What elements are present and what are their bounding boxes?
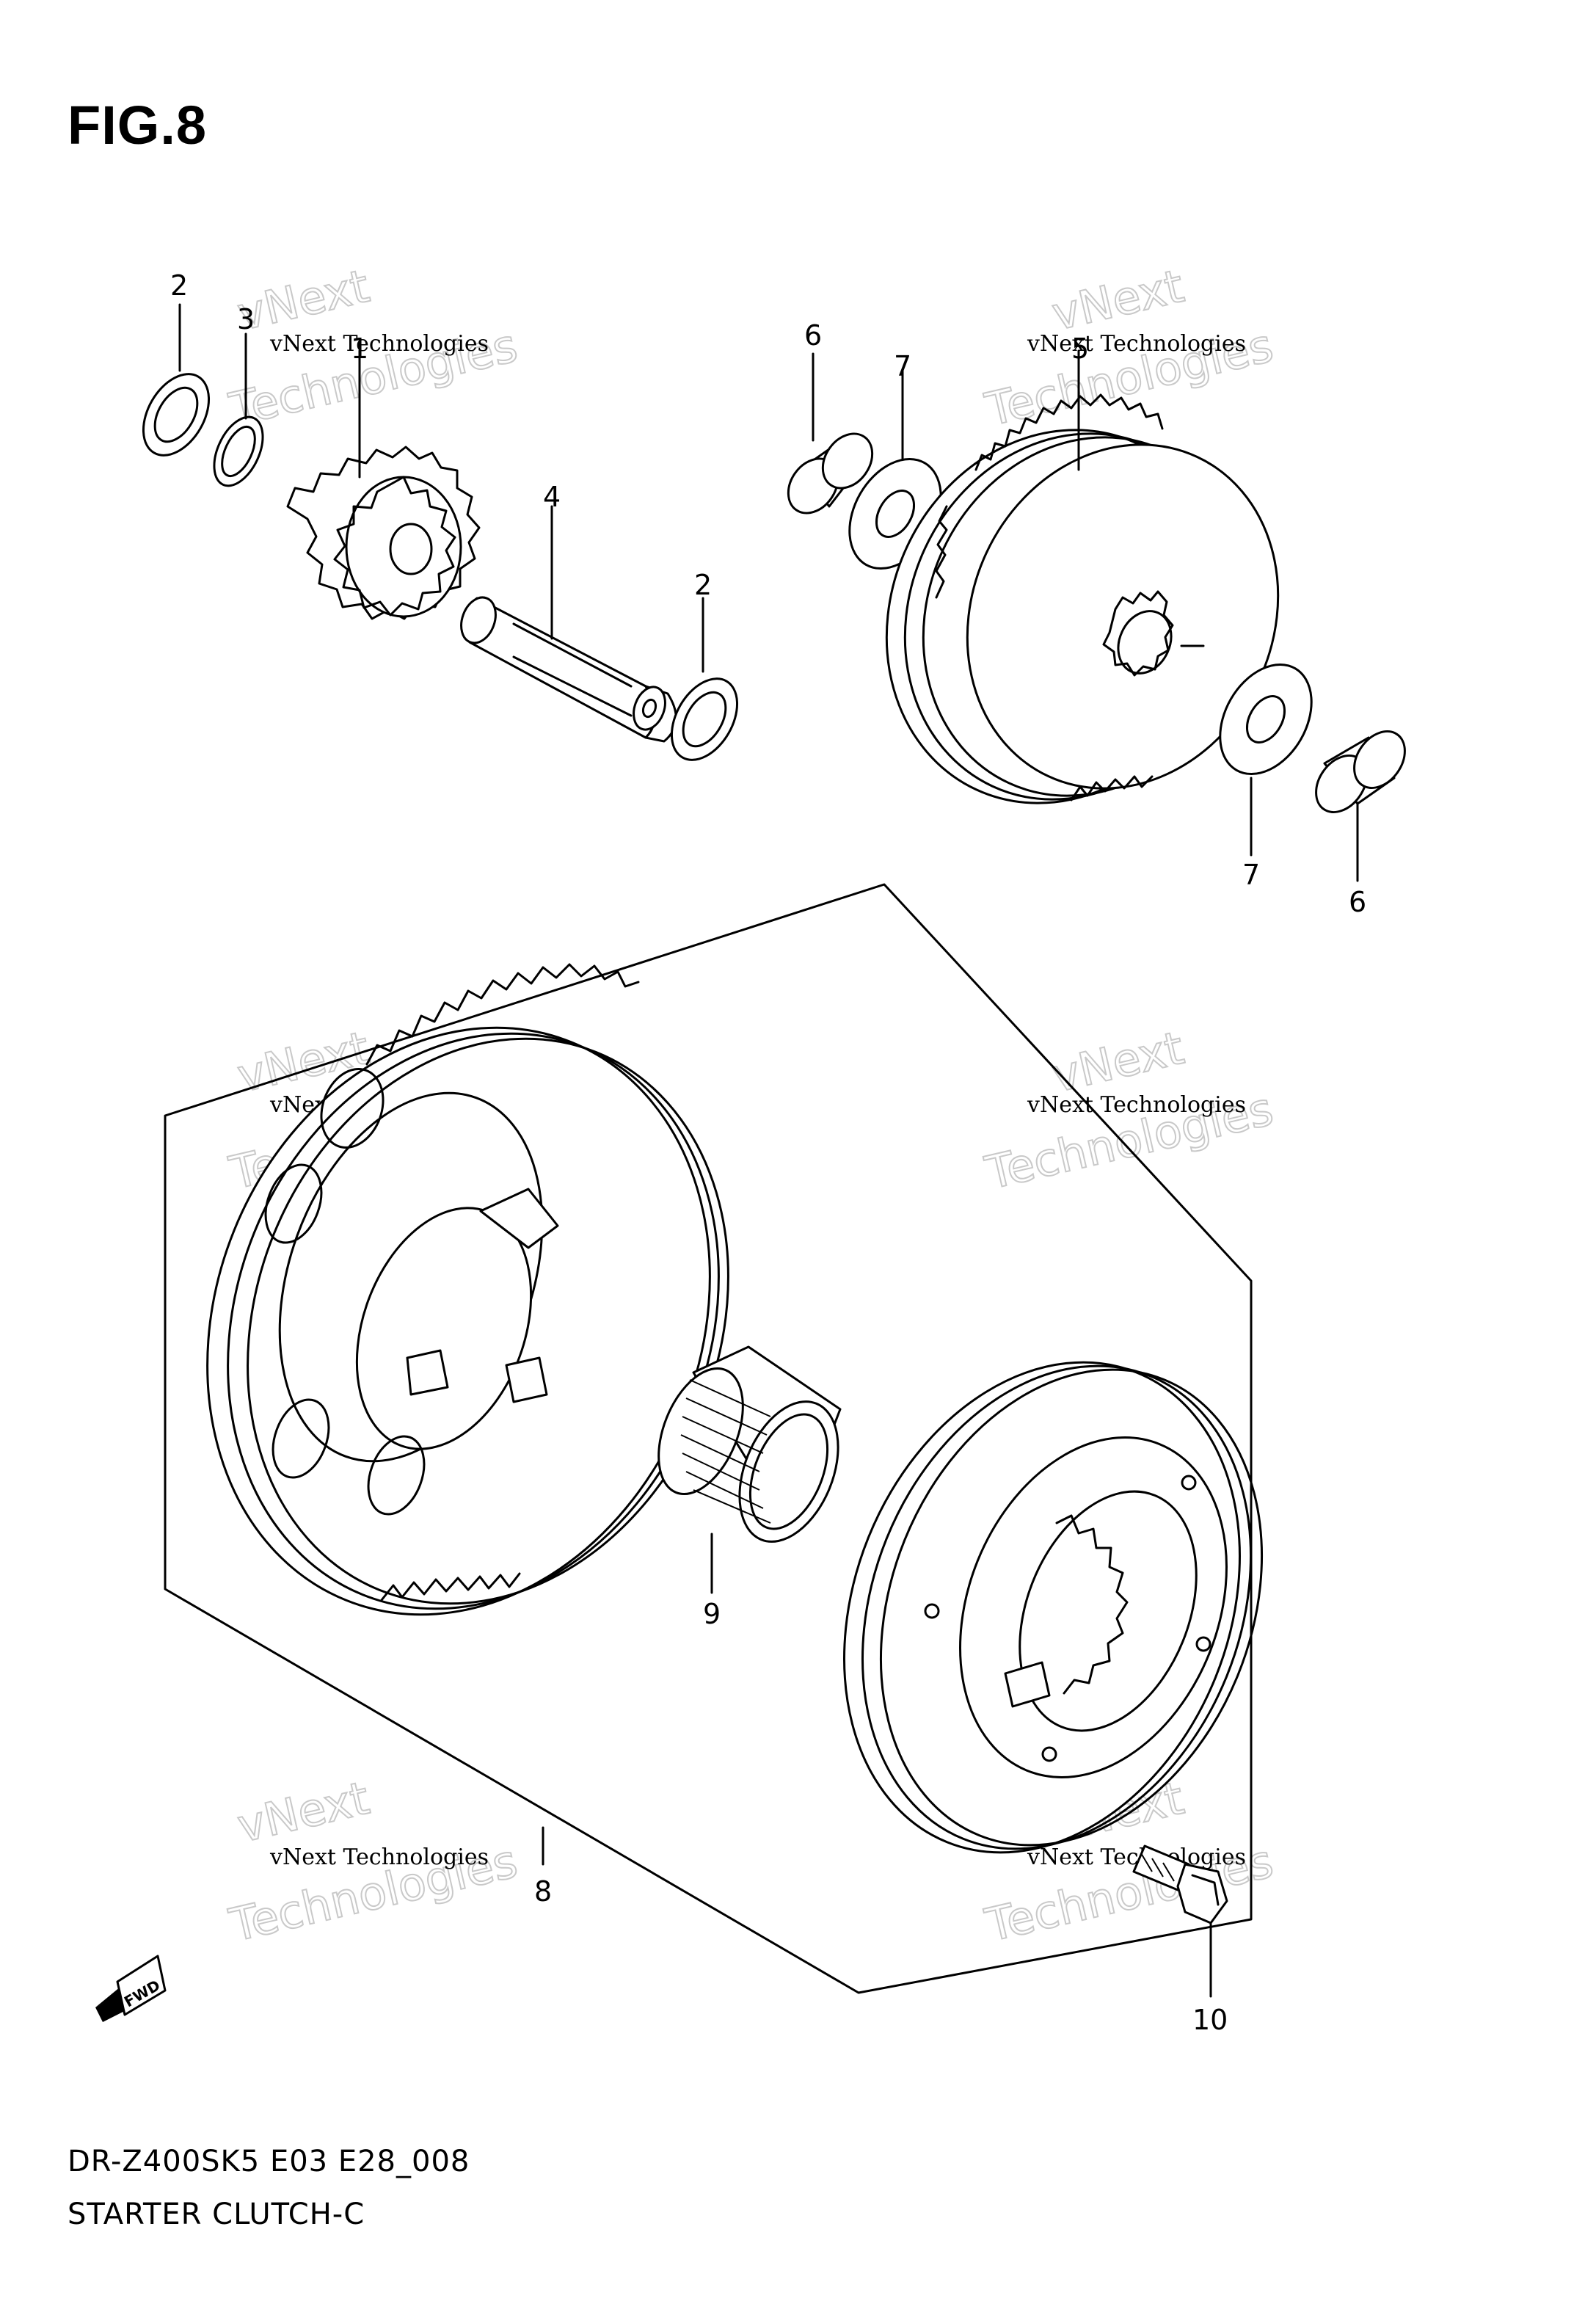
part-6-bushing-left (787, 432, 874, 515)
callout-label: 6 (1349, 886, 1366, 918)
fwd-direction-arrow: FWD (95, 1955, 167, 2022)
svg-text:vNext: vNext (233, 1771, 374, 1853)
svg-text:vNext Technologies: vNext Technologies (1027, 331, 1246, 357)
part-4-shaft (460, 596, 677, 743)
callout-label: 9 (703, 1598, 721, 1630)
starter-driven-gear (206, 963, 729, 1616)
part-2-washer-shaft (670, 677, 739, 761)
part-10-bolt (1132, 1844, 1228, 1924)
callout-label: 6 (804, 319, 822, 352)
callout-label: 2 (694, 569, 712, 601)
assembly-8-frame (164, 883, 1253, 1994)
leader-lines (178, 303, 1359, 1998)
callout-label: 1 (351, 332, 368, 365)
callout-label: 10 (1192, 2004, 1228, 2036)
watermark-bottom-left: vNext Technologies vNext Technologies (224, 1770, 522, 1953)
part-6-bushing-right (1315, 730, 1406, 813)
svg-text:vNext: vNext (1047, 259, 1189, 341)
watermark-mid-right: vNext Technologies vNext Technologies (980, 1020, 1278, 1201)
callout-label: 4 (543, 481, 561, 513)
section-name: STARTER CLUTCH-C (68, 2198, 365, 2231)
callout-label: 3 (237, 303, 255, 335)
callout-labels: 2 3 1 4 2 6 7 5 7 6 8 9 10 (170, 269, 1366, 2036)
part-3-circlip (213, 415, 264, 487)
part-9-needle-bearing (657, 1345, 842, 1543)
part-2-washer-top (142, 373, 211, 457)
callout-label: 7 (894, 350, 911, 382)
part-7-washer-right (1219, 663, 1313, 776)
watermark-top-left: vNext Technologies vNext Technologies (224, 258, 522, 437)
model-code: DR-Z400SK5 E03 E28_008 (68, 2145, 470, 2178)
callout-label: 5 (1071, 332, 1089, 365)
part-5-gear-drum (885, 393, 1280, 804)
part-1-idle-gear (286, 446, 481, 620)
svg-text:vNext Technologies: vNext Technologies (269, 1844, 489, 1870)
svg-text:vNext Technologies: vNext Technologies (1027, 1092, 1246, 1118)
svg-text:vNext Technologies: vNext Technologies (269, 331, 489, 357)
callout-label: 8 (534, 1875, 552, 1908)
one-way-clutch-housing (843, 1361, 1264, 1854)
callout-label: 7 (1242, 859, 1260, 891)
callout-label: 2 (170, 269, 188, 302)
svg-text:vNext: vNext (1047, 1021, 1189, 1103)
figure-title: FIG.8 (68, 95, 208, 156)
